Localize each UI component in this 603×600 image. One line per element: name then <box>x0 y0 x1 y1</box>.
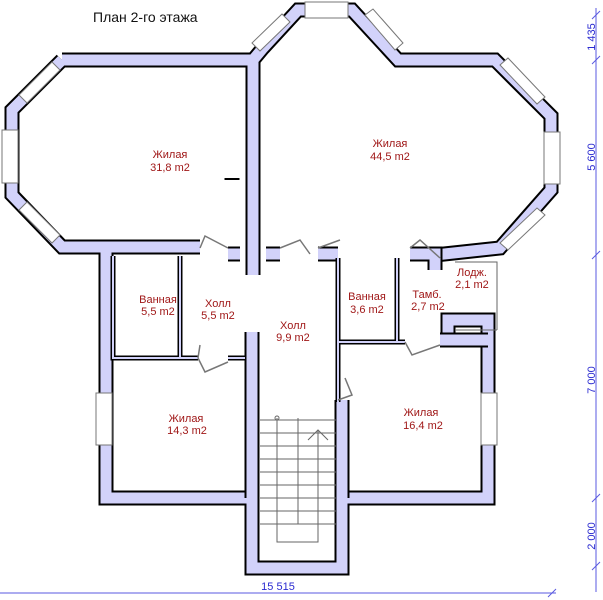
windows <box>1 1 561 446</box>
dimension-7000: 7 000 <box>586 366 598 394</box>
svg-text:16,4 m2: 16,4 m2 <box>403 420 443 432</box>
svg-text:2,7 m2: 2,7 m2 <box>411 301 445 313</box>
window <box>364 8 404 51</box>
window <box>304 1 349 19</box>
window <box>18 201 61 244</box>
room-label-bathroom-2: Ванная 3,6 m2 <box>348 291 386 316</box>
dimension-total-width: 15 515 <box>261 581 295 593</box>
window <box>251 13 291 52</box>
partition-walls <box>110 256 498 402</box>
svg-text:Лодж.: Лодж. <box>457 267 487 279</box>
room-label-living-4: Жилая 16,4 m2 <box>403 407 443 432</box>
svg-text:Жилая: Жилая <box>169 413 204 425</box>
svg-text:Ванная: Ванная <box>139 294 177 306</box>
svg-text:3,6 m2: 3,6 m2 <box>350 304 384 316</box>
room-label-living-1: Жилая 31,8 m2 <box>150 149 190 174</box>
dimension-2000: 2 000 <box>586 522 598 550</box>
window <box>18 61 61 104</box>
room-label-hall-2: Холл 9,9 m2 <box>276 320 310 344</box>
doors <box>197 234 441 401</box>
window <box>480 392 498 446</box>
room-label-living-3: Жилая 14,3 m2 <box>167 413 207 437</box>
room-label-loggia: Лодж. 2,1 m2 <box>455 267 489 291</box>
svg-text:Жилая: Жилая <box>404 407 439 419</box>
window <box>499 57 546 105</box>
svg-text:Ванная: Ванная <box>348 291 386 303</box>
window <box>543 131 561 185</box>
svg-text:5,5 m2: 5,5 m2 <box>201 310 235 322</box>
svg-text:14,3 m2: 14,3 m2 <box>167 425 207 437</box>
svg-text:5,5 m2: 5,5 m2 <box>141 306 175 318</box>
svg-text:9,9 m2: 9,9 m2 <box>276 332 310 344</box>
svg-text:31,8 m2: 31,8 m2 <box>150 162 190 174</box>
dimension-5600: 5 600 <box>586 143 598 171</box>
svg-text:44,5 m2: 44,5 m2 <box>370 151 410 163</box>
window <box>1 129 19 184</box>
room-label-bathroom-1: Ванная 5,5 m2 <box>139 294 177 318</box>
dimension-1435: 1 435 <box>586 23 598 51</box>
svg-text:Жилая: Жилая <box>373 138 408 150</box>
svg-text:2,1 m2: 2,1 m2 <box>455 279 489 291</box>
plan-title: План 2-го этажа <box>93 9 198 25</box>
room-label-hall-1: Холл 5,5 m2 <box>201 298 235 322</box>
svg-text:Тамб.: Тамб. <box>412 289 441 301</box>
staircase <box>260 415 336 543</box>
room-label-living-2: Жилая 44,5 m2 <box>370 138 410 163</box>
dimension-lines <box>0 8 601 598</box>
svg-text:Холл: Холл <box>280 320 306 332</box>
window <box>95 392 113 446</box>
svg-text:Жилая: Жилая <box>153 149 188 161</box>
room-label-vestibule: Тамб. 2,7 m2 <box>411 289 445 313</box>
svg-text:Холл: Холл <box>205 298 231 310</box>
window <box>499 207 546 251</box>
